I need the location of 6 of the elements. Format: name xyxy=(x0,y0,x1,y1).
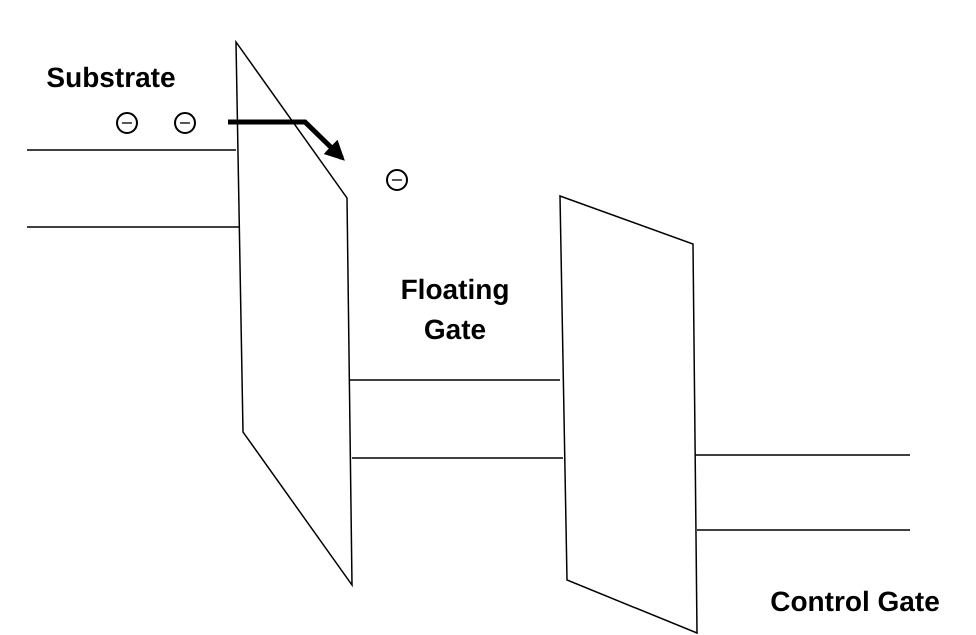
electron-symbol: − xyxy=(116,112,138,134)
electron-symbol: − xyxy=(174,112,196,134)
region-label: Substrate xyxy=(45,61,177,95)
region-label: Floating Gate xyxy=(400,273,510,347)
electron-symbol: − xyxy=(386,169,408,191)
region-label: Control Gate xyxy=(769,585,941,619)
